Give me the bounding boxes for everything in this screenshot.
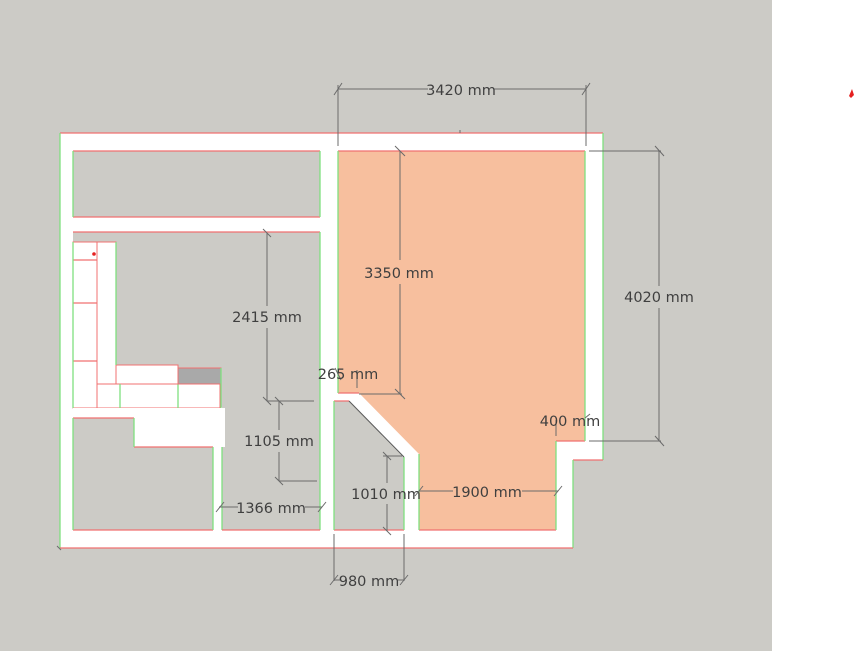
dimension-door-offset[interactable]: 265 mm [318,367,379,388]
kitchen-counters[interactable] [72,241,222,409]
dimension-top-width[interactable]: 3420 mm [333,82,591,146]
floor-plan-canvas[interactable]: 3420 mm 3350 mm 4020 mm 2415 mm 265 mm [0,0,772,651]
dimension-label-corridor-height: 2415 mm [232,310,302,326]
side-panel-svg [849,89,854,98]
floor-plan-svg[interactable]: 3420 mm 3350 mm 4020 mm 2415 mm 265 mm [0,0,772,651]
dimension-label-top-width: 3420 mm [426,83,496,99]
counter-lower-dividers [119,384,179,408]
dimension-label-lower-height: 1105 mm [244,434,314,450]
side-panel [772,0,855,651]
counter-vertical-edges [72,242,222,408]
dimension-bath-height[interactable]: 1010 mm [351,451,421,536]
room-bottom-left-edges-v [72,418,214,530]
dimension-room-bottom-width[interactable]: 1900 mm [414,485,563,501]
dimension-right-height[interactable]: 4020 mm [589,145,694,447]
dimension-bath-width[interactable]: 980 mm [329,534,409,590]
dimension-corridor-width[interactable]: 1366 mm [215,501,327,517]
counter-lower-run[interactable] [96,383,221,409]
dimension-label-room-height: 3350 mm [364,266,434,282]
counter-upper-shelf[interactable] [115,364,179,385]
dimension-label-bath-height: 1010 mm [351,487,421,503]
room-bottom-left[interactable] [73,418,213,530]
stove-appliance[interactable] [177,367,222,385]
dimension-step-width[interactable]: 400 mm [540,413,601,436]
room-top-left[interactable] [73,151,320,217]
corner-marker [56,545,62,551]
dimension-room-height[interactable]: 3350 mm [359,145,434,400]
dimension-lower-height[interactable]: 1105 mm [244,396,317,486]
dimension-label-right-height: 4020 mm [624,290,694,306]
counter-dividers [73,259,97,362]
room-top-left-edges-h [73,150,320,218]
dimension-corridor-height[interactable]: 2415 mm [232,228,314,406]
room-bathroom-diagonal-edge [348,400,405,458]
counter-tall-unit[interactable] [96,241,117,409]
dimension-label-door-offset: 265 mm [318,367,379,383]
red-marker-icon [849,89,854,98]
room-bathroom-edges-v [333,401,405,530]
dimension-label-room-bottom-width: 1900 mm [452,485,522,501]
marker-dot [92,252,96,256]
dimension-label-bath-width: 980 mm [339,574,400,590]
room-bathroom-edges-h [334,400,404,531]
dimension-label-corridor-width: 1366 mm [236,501,306,517]
counter-left-column[interactable] [72,241,98,409]
room-bathroom[interactable] [334,401,404,530]
room-living-edges-h [338,150,585,531]
room-living-edges-v [337,151,586,530]
room-bottom-left-edges-h [73,417,213,531]
room-top-left-edges-v [72,151,321,217]
dimension-label-step-width: 400 mm [540,414,601,430]
